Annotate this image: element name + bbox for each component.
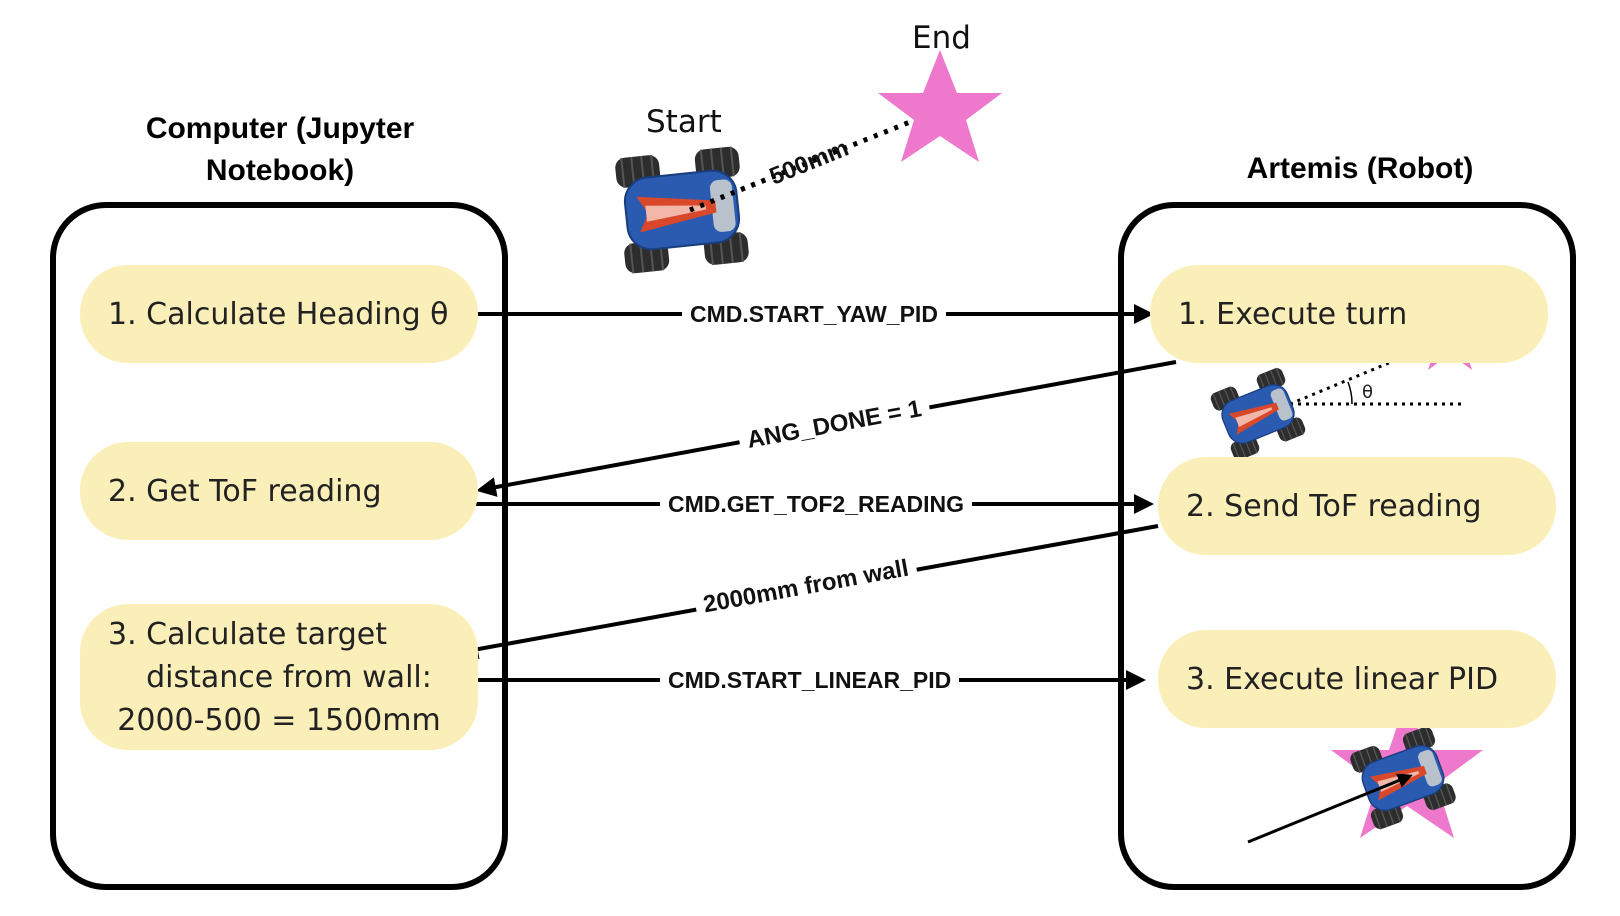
end-star-icon — [878, 50, 1002, 162]
end-label: End — [912, 20, 971, 56]
angle-arc — [1347, 381, 1353, 405]
msg-start-yaw: CMD.START_YAW_PID — [682, 299, 946, 329]
computer-step-1-label: 1. Calculate Heading θ — [108, 296, 449, 332]
computer-title: Computer (Jupyter Notebook) — [100, 108, 460, 192]
computer-step-3-line1: 3. Calculate target — [108, 616, 388, 652]
robot-step-1-label: 1. Execute turn — [1178, 296, 1408, 332]
robot-step-1: 1. Execute turn — [1150, 265, 1548, 363]
robot-step-3: 3. Execute linear PID — [1158, 630, 1556, 728]
robot-panel — [1118, 202, 1576, 890]
computer-step-3-line3: 2000-500 = 1500mm — [117, 702, 441, 738]
computer-step-2: 2. Get ToF reading — [80, 442, 478, 540]
computer-panel — [50, 202, 508, 890]
computer-step-3: 3. Calculate target distance from wall: … — [80, 604, 478, 750]
computer-title-line2: Notebook) — [205, 154, 355, 187]
robot-step-3-label: 3. Execute linear PID — [1186, 661, 1499, 697]
start-label: Start — [646, 104, 722, 140]
path-500mm-front — [689, 175, 771, 213]
robot-step-2-label: 2. Send ToF reading — [1186, 488, 1482, 524]
robot-title: Artemis (Robot) — [1246, 152, 1474, 185]
msg-get-tof: CMD.GET_TOF2_READING — [660, 489, 973, 519]
msg-start-linear: CMD.START_LINEAR_PID — [660, 665, 960, 695]
computer-step-1: 1. Calculate Heading θ — [80, 265, 478, 363]
computer-step-3-line2: distance from wall: — [146, 659, 432, 695]
start-car-icon — [613, 144, 751, 276]
linear-path-arrow — [1247, 773, 1413, 844]
computer-step-2-label: 2. Get ToF reading — [108, 473, 382, 509]
robot-step-2: 2. Send ToF reading — [1158, 457, 1556, 555]
angle-theta-label: θ — [1362, 382, 1374, 403]
computer-title-line1: Computer (Jupyter — [145, 112, 415, 145]
